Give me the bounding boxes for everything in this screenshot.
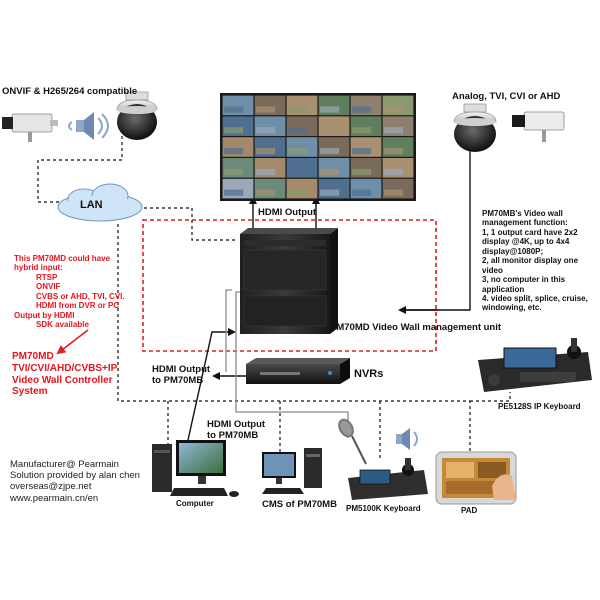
- video-wall-tile-detail: [320, 148, 340, 155]
- video-wall-tile-detail: [384, 127, 404, 134]
- lan-cloud: [57, 183, 143, 222]
- dome-camera-icon: [116, 91, 158, 140]
- onvif-compat-label: ONVIF & H265/264 compatible: [2, 86, 138, 97]
- pad-label: PAD: [461, 506, 478, 515]
- video-wall-tile-detail: [256, 189, 276, 196]
- video-wall-tile-detail: [384, 106, 404, 113]
- video-wall-tile-detail: [256, 127, 276, 134]
- connection-lan-bus: [117, 224, 471, 452]
- hdmi-output-pm70mb-label: HDMI Output to PM70MB: [152, 364, 211, 387]
- pad-icon: [435, 451, 517, 505]
- video-wall-tile-detail: [384, 148, 404, 155]
- ip-keyboard-icon: [478, 338, 592, 392]
- video-wall-tile-detail: [224, 148, 244, 155]
- video-wall-tile-detail: [352, 127, 372, 134]
- system-title: PM70MD TVI/CVI/AHD/CVBS+IP Video Wall Co…: [12, 351, 118, 398]
- video-wall-tile-detail: [352, 106, 372, 113]
- connection-lan-controller: [138, 207, 238, 241]
- video-wall-tile-detail: [224, 168, 244, 175]
- analog-label: Analog, TVI, CVI or AHD: [452, 91, 561, 102]
- video-wall-icon: [220, 93, 416, 201]
- video-wall-tile-detail: [288, 127, 308, 134]
- computer-label: Computer: [176, 499, 214, 508]
- box-camera-icon: [2, 113, 58, 142]
- cms-label: CMS of PM70MB: [262, 499, 337, 510]
- management-unit-frame: [142, 219, 437, 352]
- video-wall-tile-detail: [384, 189, 404, 196]
- speaker-icon: [68, 112, 109, 140]
- arrow-system-title: [56, 329, 89, 355]
- computer-icon: [152, 440, 239, 497]
- pm5100k-keyboard-label: PM5100K Keyboard: [346, 504, 421, 513]
- nvrs-label: NVRs: [354, 368, 384, 380]
- video-wall-tile-detail: [320, 106, 340, 113]
- lan-label: LAN: [80, 199, 103, 211]
- arrow-computer-hdmi: [187, 328, 236, 441]
- controller-rack-icon: [240, 228, 338, 334]
- dashed-connections: [37, 112, 511, 460]
- nvr-icon: [246, 358, 350, 384]
- connection-bus-ipkeyboard: [470, 392, 511, 402]
- video-wall-tile-detail: [320, 127, 340, 134]
- video-wall-tile-detail: [352, 168, 372, 175]
- ip-keyboard-label: PE5128S IP Keyboard: [498, 402, 581, 411]
- video-wall-tile-detail: [320, 168, 340, 175]
- box-camera-icon: [512, 111, 565, 142]
- solid-connections: [187, 112, 471, 441]
- hdmi-output-pm70mb-label-2: HDMI Output to PM70MB: [207, 419, 266, 442]
- video-wall-tile-detail: [352, 189, 372, 196]
- video-wall-tile-detail: [224, 127, 244, 134]
- video-wall-tile-detail: [384, 168, 404, 175]
- video-wall-tile-detail: [288, 148, 308, 155]
- hdmi-output-label: HDMI Output: [258, 207, 317, 218]
- connection-cameras-left: [38, 112, 123, 161]
- computer-icon: [262, 448, 322, 494]
- video-wall-tile-detail: [256, 148, 276, 155]
- video-wall-tile-detail: [320, 189, 340, 196]
- microphone-icon: [338, 418, 367, 465]
- hybrid-input-note: This PM70MD could have hybrid input: RTS…: [14, 254, 125, 330]
- video-wall-tile-detail: [224, 106, 244, 113]
- function-notes: PM70MB's Video wall management function:…: [482, 209, 588, 313]
- video-wall-tile-detail: [288, 168, 308, 175]
- connection-camera-lan: [37, 160, 65, 203]
- ip-keyboard-icon: [348, 458, 428, 500]
- video-wall-tile-detail: [224, 189, 244, 196]
- management-unit-label: PM70MD Video Wall management unit: [330, 322, 502, 333]
- video-wall-tile-detail: [288, 189, 308, 196]
- video-wall-tile-detail: [352, 148, 372, 155]
- speaker-icon: [396, 428, 418, 450]
- video-wall-tile-detail: [256, 168, 276, 175]
- dome-camera-icon: [453, 103, 497, 152]
- manufacturer-info: Manufacturer@ Pearmain Solution provided…: [10, 459, 140, 504]
- video-wall-tile-detail: [288, 106, 308, 113]
- video-wall-tile-detail: [256, 106, 276, 113]
